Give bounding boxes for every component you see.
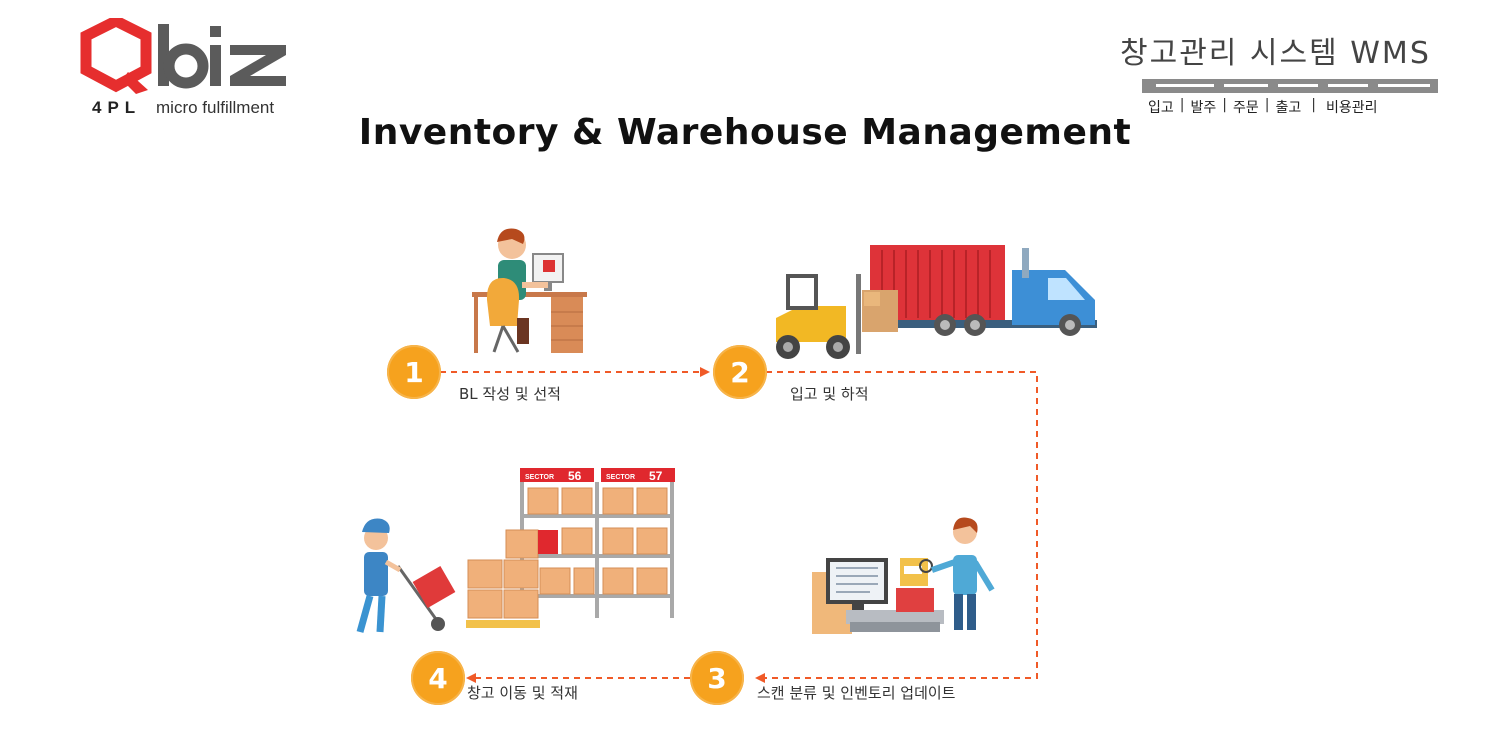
step-4-badge: 4	[411, 651, 465, 705]
svg-text:56: 56	[568, 469, 582, 483]
step-3-label: 스캔 분류 및 인벤토리 업데이트	[757, 684, 956, 702]
menu-separator: |	[1179, 97, 1185, 113]
wms-menu-item-purchase: 발주	[1190, 100, 1217, 116]
wms-menu-item-inbound: 입고	[1148, 100, 1174, 116]
wms-menu-item-outbound: 출고	[1275, 100, 1302, 116]
wms-header: 창고관리 시스템 WMS 입고 | 발주 | 주문 | 출고 | 비용관리	[1120, 28, 1460, 117]
wms-menu: 입고 | 발주 | 주문 | 출고 | 비용관리	[1148, 97, 1460, 117]
qbiz-logo-mark-icon	[80, 18, 286, 94]
menu-separator: |	[1311, 97, 1316, 113]
menu-separator: |	[1264, 97, 1270, 113]
step-2-badge: 2	[713, 345, 767, 399]
truck-forklift-icon	[776, 245, 1097, 359]
qbiz-logo: 4PL micro fulfillment	[78, 18, 303, 123]
step-1-badge: 1	[387, 345, 441, 399]
step-1-label: BL 작성 및 선적	[459, 385, 561, 403]
warehouse-shelf-icon: SECTOR 56 SECTOR 57	[356, 468, 675, 633]
menu-separator: |	[1222, 97, 1227, 113]
step-3-badge: 3	[690, 651, 744, 705]
svg-text:57: 57	[649, 469, 663, 483]
wms-menu-item-cost: 비용관리	[1325, 100, 1378, 116]
wms-menu-item-order: 주문	[1232, 100, 1259, 116]
page-title: Inventory & Warehouse Management	[358, 112, 1132, 153]
scan-station-icon	[812, 517, 995, 634]
arrow-2-to-3	[755, 371, 1038, 683]
logo-tag-micro-fulfillment: micro fulfillment	[156, 98, 275, 117]
svg-text:SECTOR: SECTOR	[525, 474, 554, 481]
logo-tag-4pl: 4PL	[92, 98, 142, 117]
wms-title: 창고관리 시스템 WMS	[1120, 36, 1431, 71]
step-2-label: 입고 및 하적	[790, 385, 869, 403]
wms-divider-bar	[1142, 79, 1438, 93]
office-worker-icon	[472, 228, 587, 353]
step-4-label: 창고 이동 및 적재	[467, 684, 578, 702]
svg-text:SECTOR: SECTOR	[606, 474, 635, 481]
